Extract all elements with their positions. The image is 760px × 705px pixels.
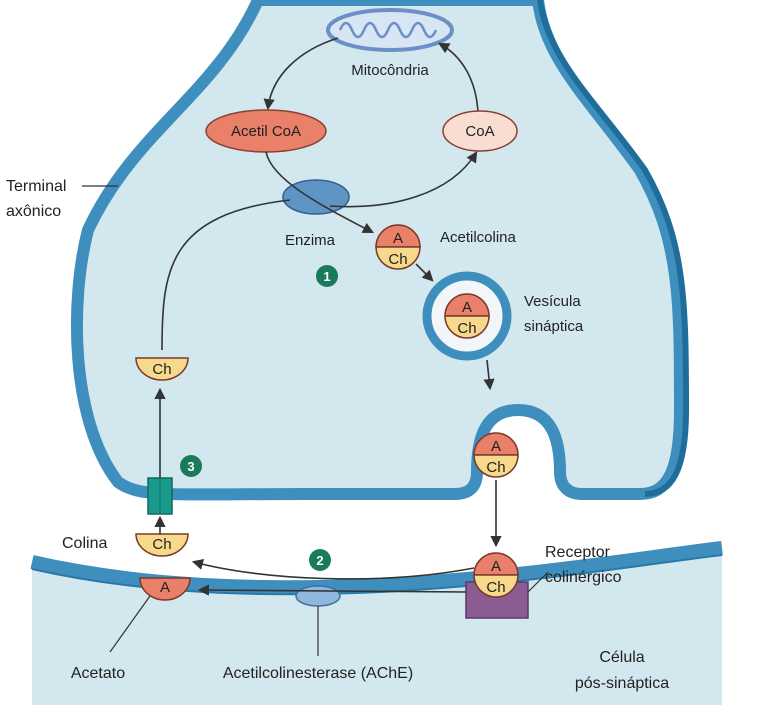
mitochondria-label: Mitocôndria xyxy=(351,62,429,79)
postsynaptic-label-line1: Célula xyxy=(599,649,644,666)
acetate: A xyxy=(139,577,191,601)
choline-uptake-path xyxy=(161,199,291,351)
acetylcholine-molecule: A Ch xyxy=(375,224,421,270)
svg-text:Ch: Ch xyxy=(152,361,171,378)
step-1-label: 1 xyxy=(323,269,330,284)
postsynaptic-membrane xyxy=(30,541,723,595)
step-1-badge xyxy=(316,265,338,287)
receptor-to-choline-arrow xyxy=(191,558,475,580)
ache-to-acetate-arrow xyxy=(197,584,467,596)
acetylcholine-label: Acetilcolina xyxy=(440,229,517,246)
acetate-label: Acetato xyxy=(71,665,125,682)
step-2-label: 2 xyxy=(316,553,323,568)
svg-text:Ch: Ch xyxy=(486,459,505,476)
choline-intracellular: Ch xyxy=(135,357,189,381)
mito-to-acetylcoa-arrow xyxy=(263,37,339,111)
svg-text:Ch: Ch xyxy=(152,536,171,553)
coa-to-mito-arrow xyxy=(438,42,479,113)
ache-label: Acetilcolinesterase (AChE) xyxy=(223,665,413,682)
svg-text:Ch: Ch xyxy=(486,579,505,596)
terminal-label-line2: axônico xyxy=(6,203,61,220)
vesicle-label-line1: Vesícula xyxy=(524,293,581,310)
receptor-bound-acetylcholine: A Ch xyxy=(473,552,519,598)
ach-to-vesicle-arrow xyxy=(415,263,434,282)
terminal-label-line1: Terminal xyxy=(6,178,66,195)
svg-text:Ch: Ch xyxy=(388,251,407,268)
cholinergic-receptor xyxy=(465,581,529,619)
choline-label: Colina xyxy=(62,535,107,552)
vesicle-to-release-arrow xyxy=(483,359,495,391)
step-2-badge xyxy=(309,549,331,571)
vesicle-acetylcholine: A Ch xyxy=(444,293,490,339)
mitochondria xyxy=(326,8,454,52)
step-3-badge xyxy=(180,455,202,477)
step-3-label: 3 xyxy=(187,459,194,474)
enzyme-label: Enzima xyxy=(285,232,336,249)
enzyme-to-coa-arrow xyxy=(329,151,478,208)
svg-text:Ch: Ch xyxy=(457,320,476,337)
receptor-label-line1: Receptor xyxy=(545,544,611,561)
axon-terminal-membrane-shade xyxy=(537,0,690,497)
svg-text:A: A xyxy=(491,438,501,455)
svg-text:A: A xyxy=(462,299,472,316)
acetylcoa-to-ach-arrow xyxy=(265,151,374,234)
postsynaptic-label-line2: pós-sináptica xyxy=(575,675,669,692)
svg-text:A: A xyxy=(160,579,170,596)
choline-extracellular: Ch xyxy=(135,533,189,557)
ache-enzyme xyxy=(295,585,341,607)
coa xyxy=(442,110,518,152)
receptor-label-line2: colinérgico xyxy=(545,569,622,586)
svg-text:A: A xyxy=(393,230,403,247)
acetyl-coa-label: Acetil CoA xyxy=(231,123,301,140)
released-acetylcholine: A Ch xyxy=(473,432,519,478)
svg-text:A: A xyxy=(491,558,501,575)
vesicle-label-line2: sináptica xyxy=(524,318,584,335)
coa-label: CoA xyxy=(465,123,494,140)
